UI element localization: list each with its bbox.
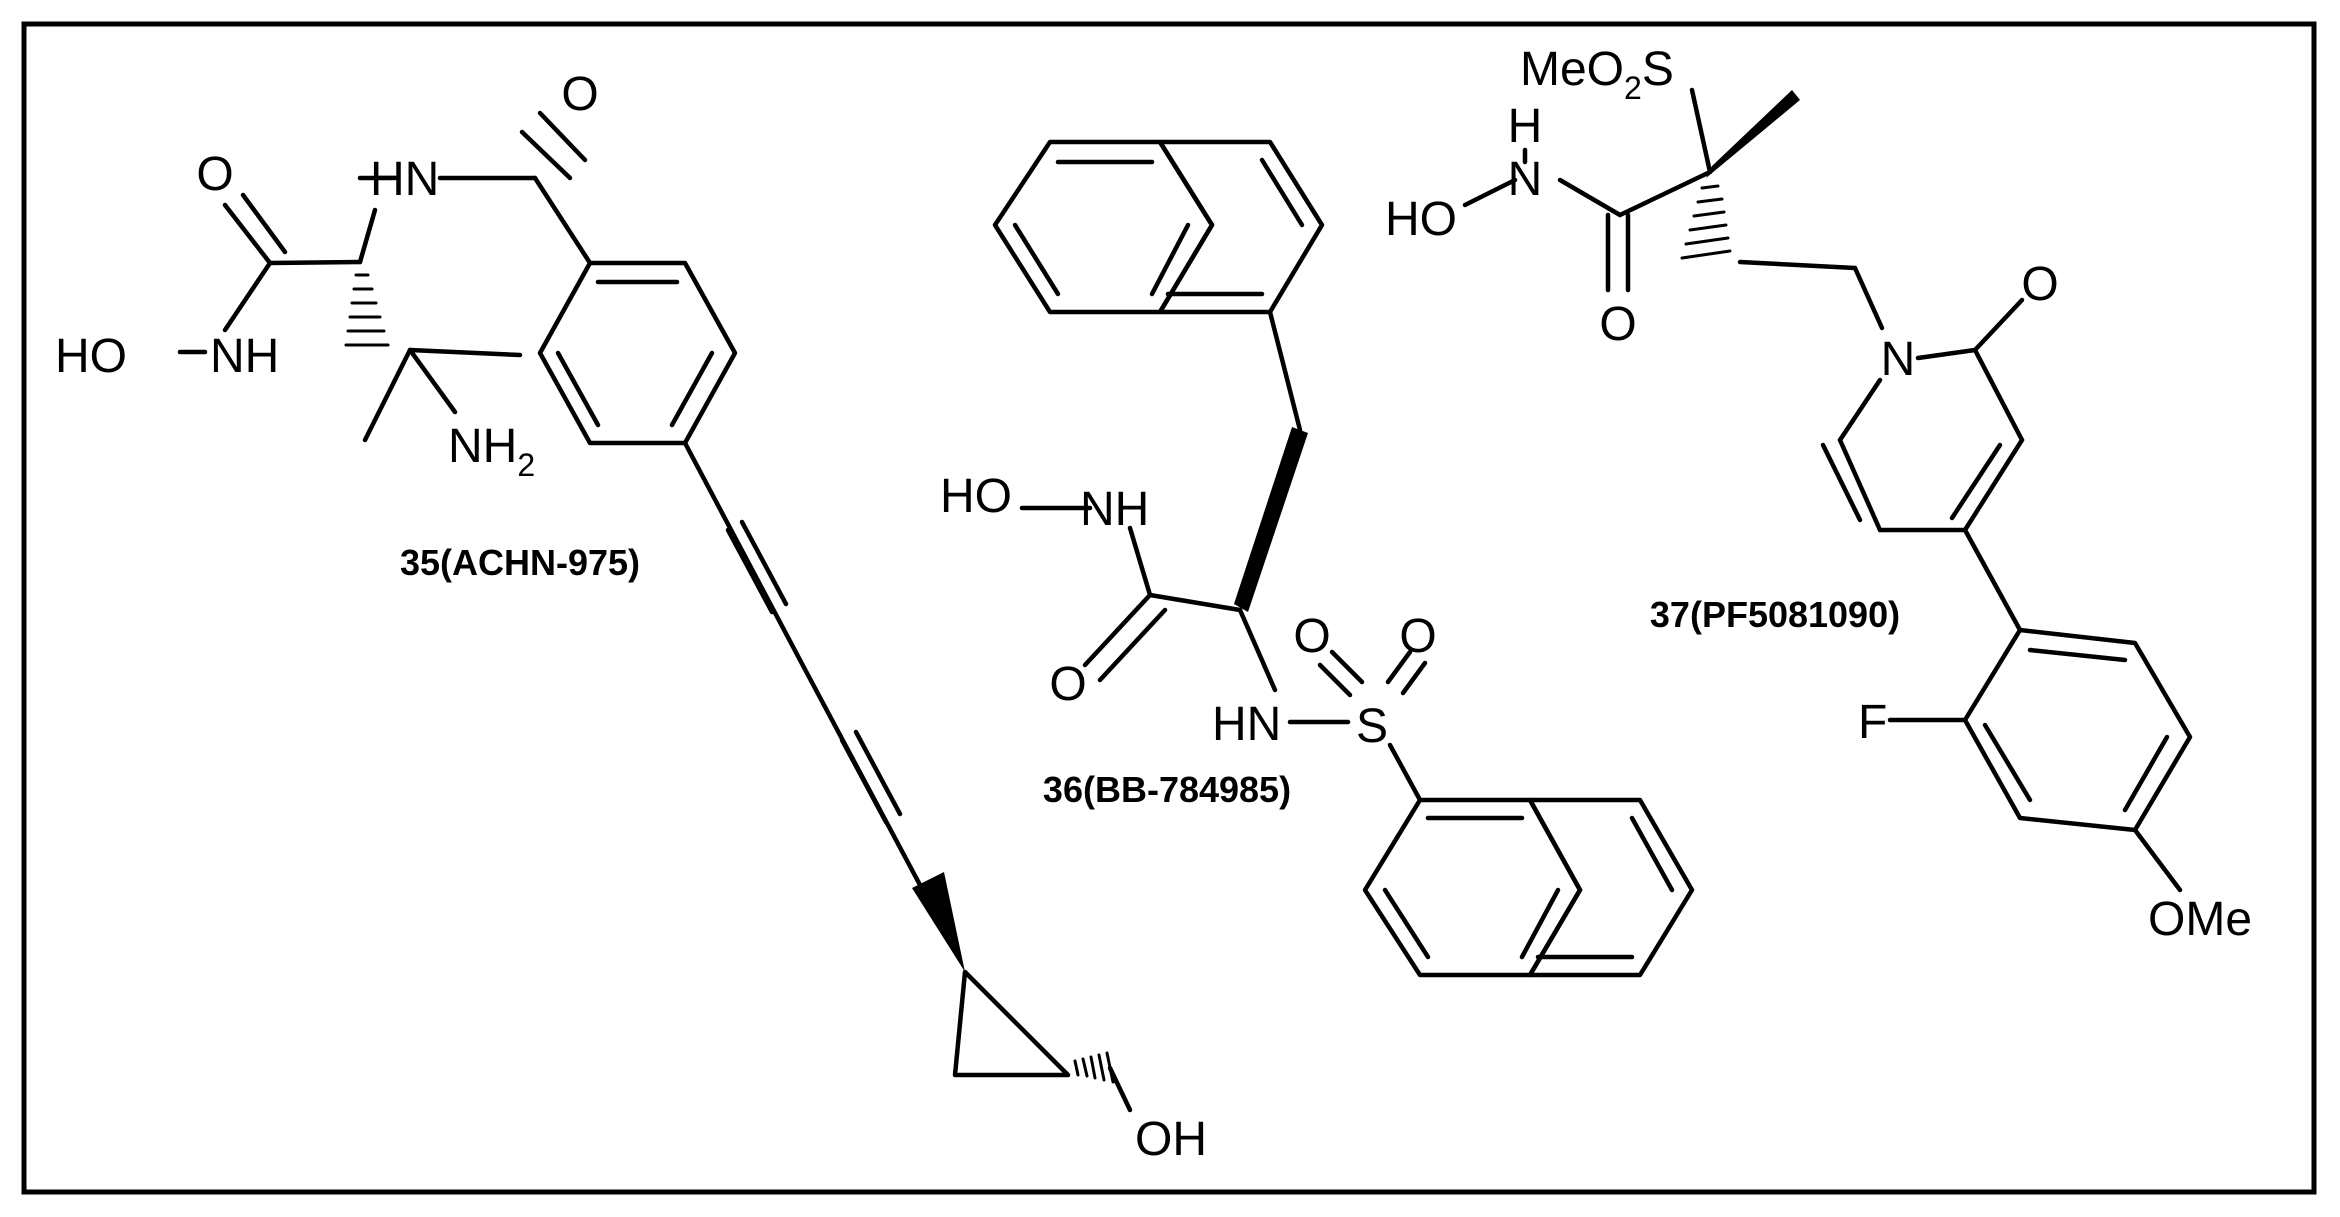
atom-label-nh2: NH2 bbox=[448, 420, 535, 483]
bond bbox=[1127, 525, 1153, 598]
atom-label-s: S bbox=[1356, 700, 1388, 753]
bond bbox=[1147, 592, 1243, 613]
bond bbox=[839, 737, 889, 825]
bond bbox=[1617, 169, 1713, 218]
atom-label-n: N bbox=[1881, 333, 1916, 386]
bond bbox=[853, 729, 903, 817]
atom-label-oh: OH bbox=[1135, 1113, 1207, 1166]
cyclopropane-ring bbox=[952, 969, 1071, 1078]
bond bbox=[1267, 309, 1303, 433]
bond bbox=[1962, 527, 2023, 633]
compound-label: 37(PF5081090) bbox=[1650, 594, 1900, 635]
bond bbox=[1972, 347, 2025, 443]
atom-label-nh: NH bbox=[210, 330, 279, 383]
compound-label: 36(BB-784985) bbox=[1043, 769, 1291, 810]
bond bbox=[1012, 222, 1061, 297]
atom-label-f: F bbox=[1858, 696, 1887, 749]
bond bbox=[1382, 887, 1431, 960]
bond bbox=[2027, 647, 2128, 663]
bond bbox=[222, 260, 273, 333]
atom-label-n: N bbox=[1508, 153, 1543, 206]
atom-label-o: O bbox=[561, 68, 598, 121]
bond bbox=[1237, 607, 1278, 693]
atom-label-ome: OMe bbox=[2148, 893, 2252, 946]
bond bbox=[1149, 222, 1191, 297]
bond bbox=[1519, 887, 1561, 960]
bond bbox=[240, 192, 288, 255]
atom-label-o: O bbox=[1399, 610, 1436, 663]
hashed-bond bbox=[1680, 184, 1732, 260]
benzene-ring bbox=[537, 260, 738, 446]
bond bbox=[682, 440, 803, 663]
bond bbox=[725, 527, 775, 615]
atom-label-o: O bbox=[1049, 658, 1086, 711]
compound-37: MeO2S H N HO O N O F OMe 37(PF5081090) bbox=[1385, 43, 2252, 946]
bond bbox=[362, 347, 413, 443]
bond bbox=[1852, 265, 1885, 331]
naphthalene-ring bbox=[1527, 797, 1695, 978]
bond bbox=[1962, 437, 2025, 533]
bond bbox=[222, 202, 273, 266]
bond bbox=[267, 259, 363, 266]
atom-label-o: O bbox=[1599, 298, 1636, 351]
atom-label-o: O bbox=[196, 148, 233, 201]
bond bbox=[669, 350, 715, 428]
bond bbox=[1949, 442, 2003, 521]
bond bbox=[1387, 742, 1423, 803]
bond bbox=[1737, 259, 1858, 271]
bond bbox=[1837, 377, 1883, 443]
atom-label-hn: HN bbox=[1212, 698, 1281, 751]
bond bbox=[532, 175, 593, 266]
atom-label-o: O bbox=[1293, 610, 1330, 663]
atom-label-meo2s: MeO2S bbox=[1520, 43, 1674, 106]
atom-label-ho: HO bbox=[1385, 193, 1457, 246]
atom-label-o: O bbox=[2021, 258, 2058, 311]
hashed-bond bbox=[1073, 1051, 1115, 1084]
bond bbox=[1982, 722, 2033, 803]
bond bbox=[1329, 649, 1365, 685]
compound-label: 35(ACHN-975) bbox=[400, 542, 640, 583]
compound-36: HO NH O HN S O O 36(BB-784985) bbox=[940, 139, 1695, 978]
bond bbox=[2132, 827, 2183, 893]
bond bbox=[1557, 177, 1623, 218]
bond bbox=[1097, 607, 1168, 683]
bond bbox=[1385, 649, 1413, 685]
bond bbox=[555, 350, 601, 428]
figure-border bbox=[21, 21, 2317, 1195]
bond bbox=[407, 347, 458, 415]
bond bbox=[1629, 815, 1675, 893]
atom-label-ho: HO bbox=[940, 470, 1012, 523]
bond bbox=[1317, 662, 1353, 698]
benzene-ring bbox=[1962, 627, 2193, 833]
wedge-bond bbox=[912, 872, 965, 972]
bond bbox=[1915, 347, 1978, 361]
atom-label-hn: HN bbox=[370, 153, 439, 206]
bond bbox=[1259, 157, 1305, 228]
bond bbox=[407, 347, 523, 358]
bond bbox=[1972, 297, 2025, 353]
compound-35: O HN O HO NH NH2 OH 35(ACHN-975) bbox=[55, 68, 1207, 1166]
atom-label-nh: NH bbox=[1080, 483, 1149, 536]
bond bbox=[1837, 437, 1883, 533]
wedge-bond bbox=[1706, 90, 1800, 178]
bond bbox=[1462, 177, 1518, 208]
bond bbox=[537, 110, 588, 163]
bond bbox=[357, 207, 378, 265]
naphthalene-ring bbox=[1157, 139, 1325, 315]
bond bbox=[739, 519, 789, 607]
atom-label-ho: HO bbox=[55, 330, 127, 383]
bond bbox=[1400, 660, 1428, 696]
bond bbox=[1820, 442, 1863, 523]
hashed-bond bbox=[344, 273, 390, 347]
bond bbox=[1082, 592, 1153, 668]
bond bbox=[519, 129, 573, 181]
wedge-bond bbox=[1234, 427, 1308, 612]
atom-label-h: H bbox=[1508, 100, 1543, 153]
bond bbox=[1107, 1065, 1133, 1113]
bond bbox=[2122, 734, 2170, 813]
bond bbox=[1689, 87, 1713, 175]
naphthalene-ring bbox=[992, 139, 1215, 315]
